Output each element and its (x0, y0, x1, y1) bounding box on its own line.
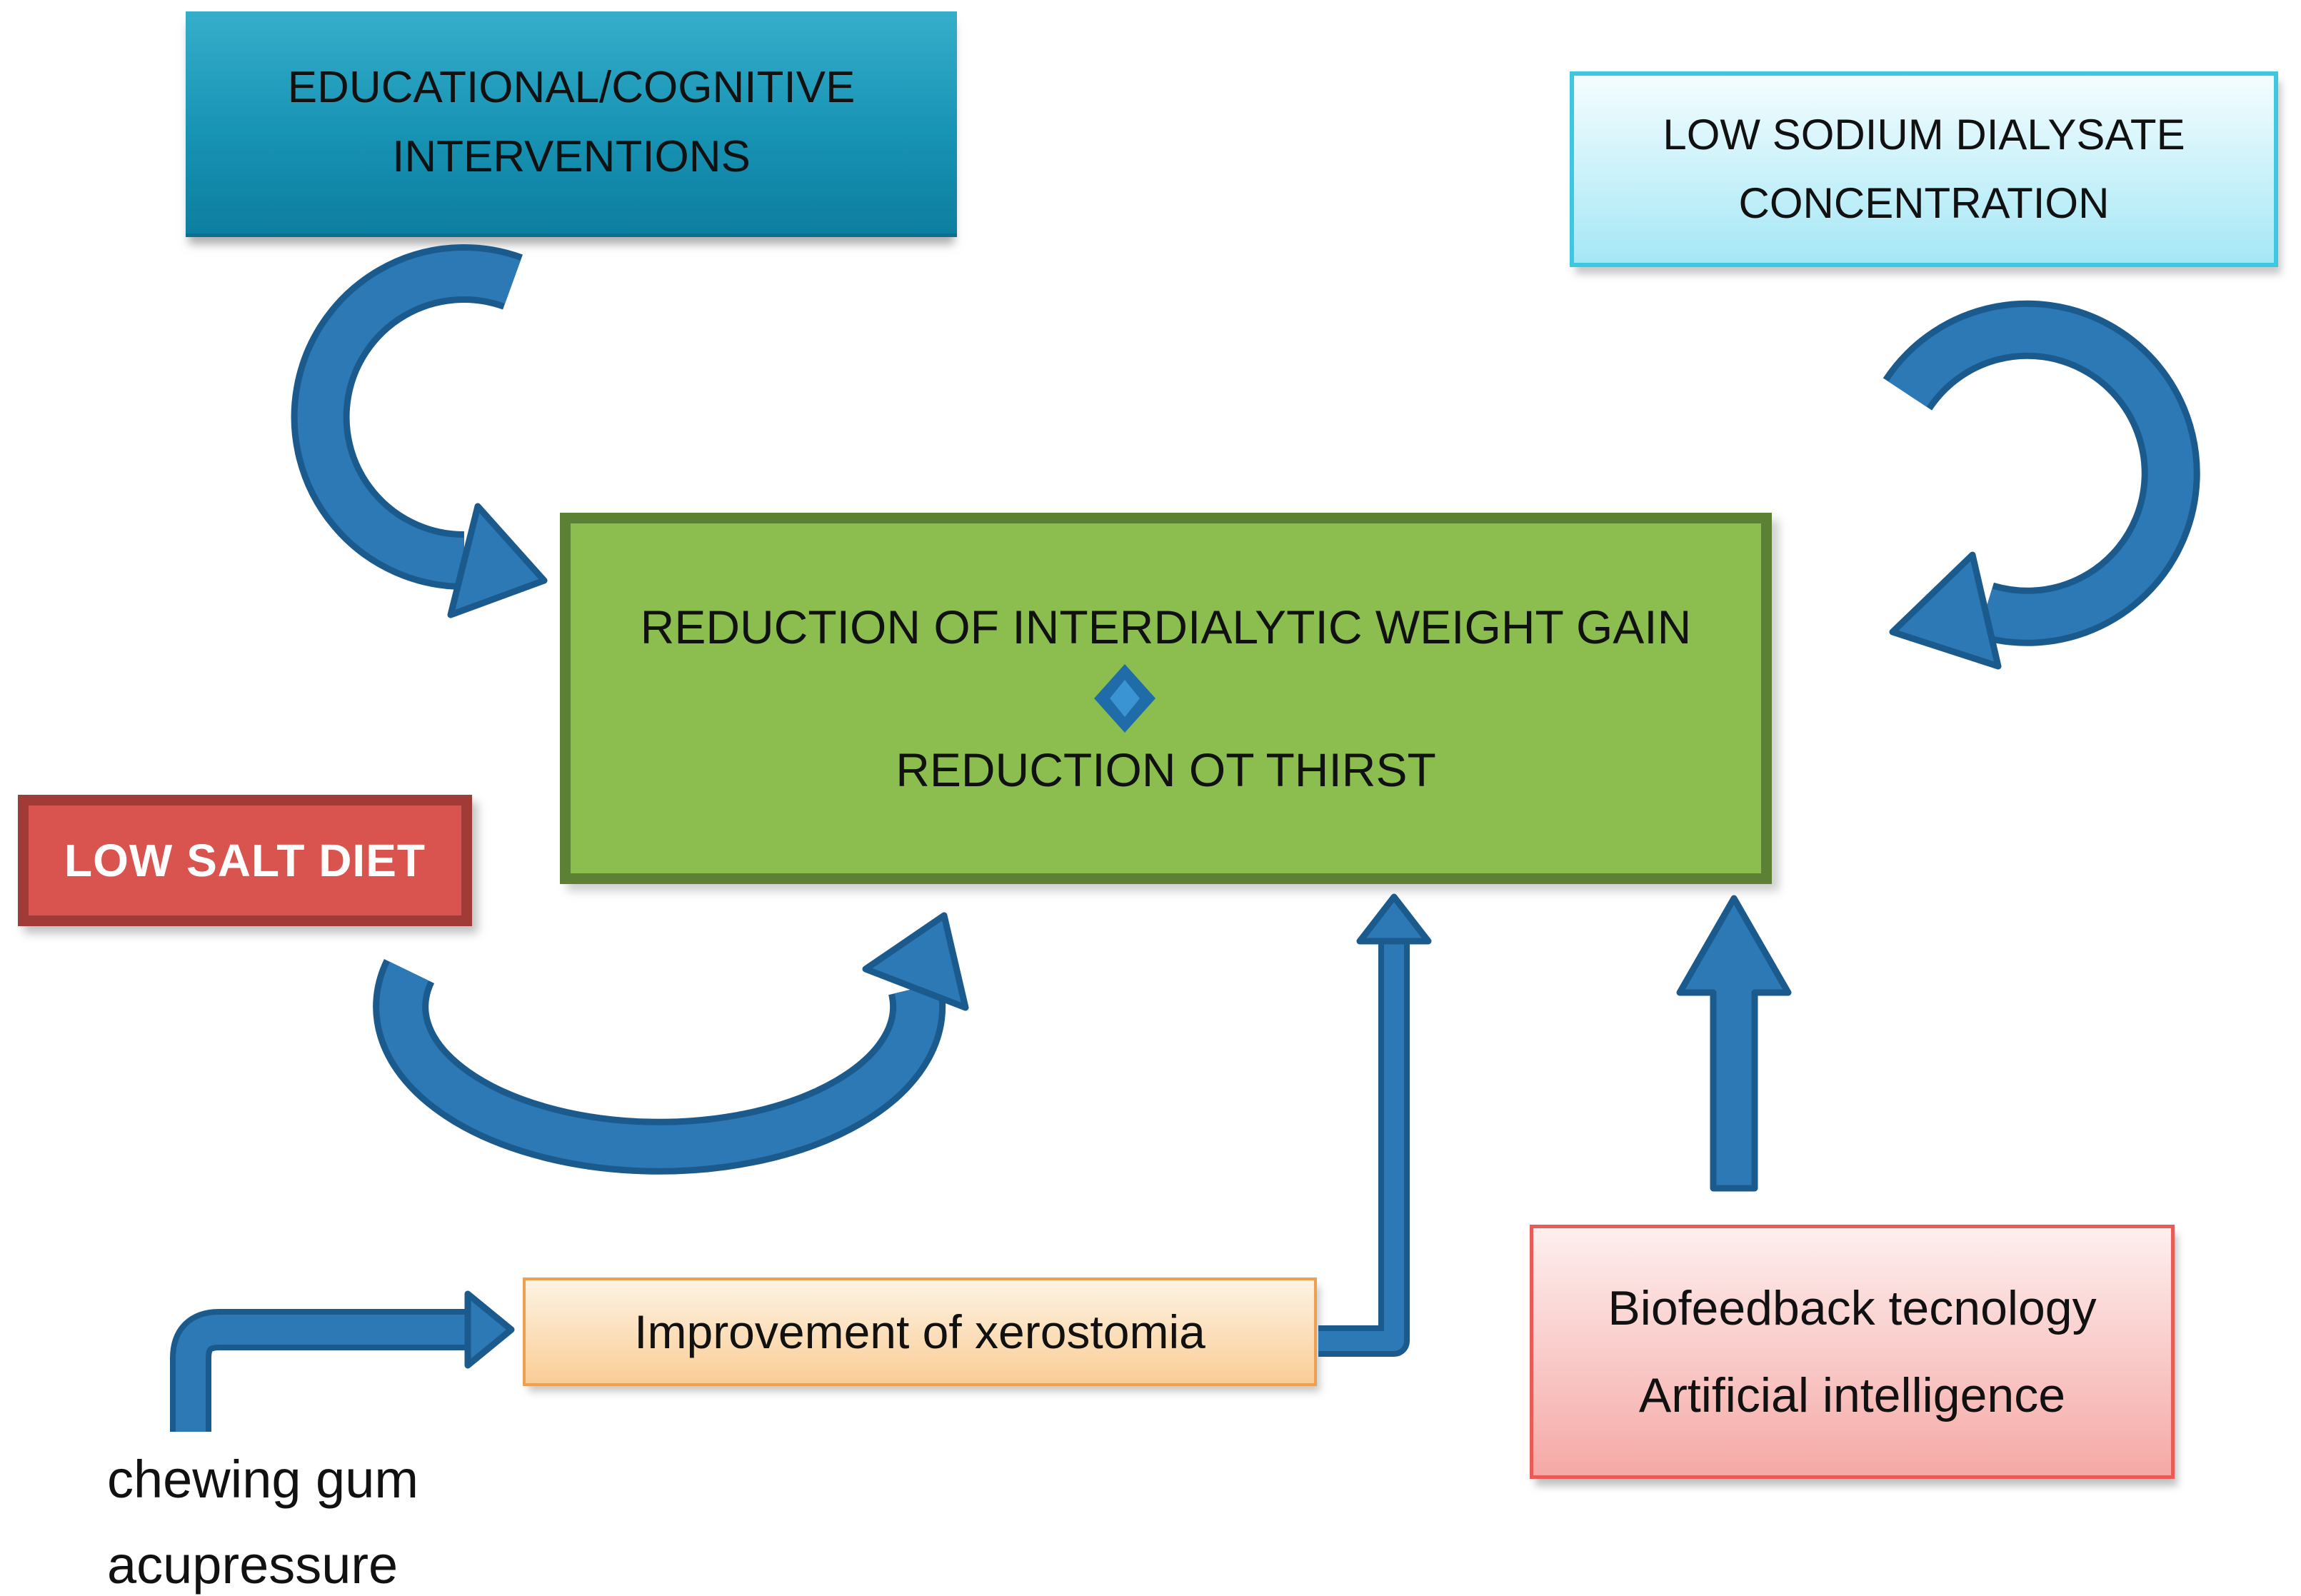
node-low-sodium-line1: LOW SODIUM DIALYSATE (1663, 111, 2185, 159)
arrow-educational-to-central (291, 244, 548, 618)
node-low-salt-label: LOW SALT DIET (64, 835, 426, 886)
note-line-chewing-gum: chewing gum (107, 1450, 419, 1509)
note-line-acupressure: acupressure (107, 1535, 398, 1595)
arrow-lowsalt-to-central (373, 912, 969, 1175)
node-biofeedback-line1: Biofeedback tecnology (1608, 1280, 2097, 1335)
node-low-salt-diet: LOW SALT DIET (18, 795, 472, 926)
arrow-xerostomia-to-central (1318, 893, 1432, 1357)
node-biofeedback: Biofeedback tecnology Artificial intelli… (1530, 1225, 2175, 1479)
node-central-outcome: REDUCTION OF INTERDIALYTIC WEIGHT GAIN R… (560, 513, 1772, 884)
node-biofeedback-line2: Artificial intelligence (1638, 1368, 2066, 1422)
node-central-line1: REDUCTION OF INTERDIALYTIC WEIGHT GAIN (640, 601, 1692, 653)
node-educational-line2: INTERVENTIONS (392, 131, 751, 181)
node-low-sodium-dialysate: LOW SODIUM DIALYSATE CONCENTRATION (1570, 71, 2278, 267)
node-xerostomia-label: Improvement of xerostomia (634, 1305, 1205, 1358)
arrow-biofeedback-to-central (1676, 895, 1792, 1192)
note-chewing-acupressure: chewing gum acupressure (107, 1437, 418, 1596)
arrow-dialysate-to-central (1883, 300, 2200, 670)
node-low-sodium-line2: CONCENTRATION (1738, 179, 2110, 227)
diamond-icon (1093, 664, 1155, 733)
node-central-line2: REDUCTION OT THIRST (896, 743, 1436, 796)
node-educational-line1: EDUCATIONAL/COGNITIVE (287, 63, 856, 113)
arrow-chewing-to-xerostomia (170, 1290, 515, 1432)
node-xerostomia: Improvement of xerostomia (523, 1278, 1317, 1386)
node-educational-interventions: EDUCATIONAL/COGNITIVE INTERVENTIONS (186, 11, 957, 237)
